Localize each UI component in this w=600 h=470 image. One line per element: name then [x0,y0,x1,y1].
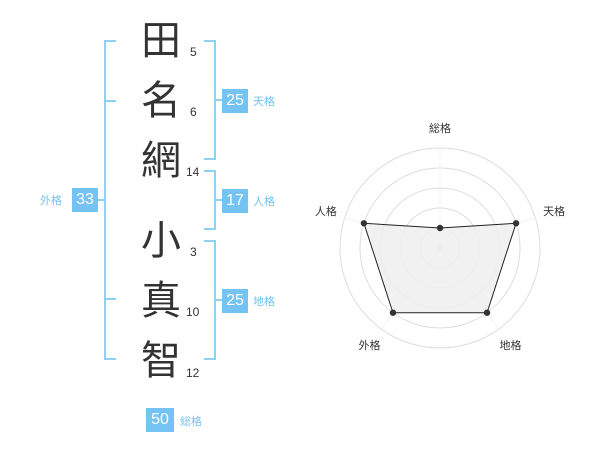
radar-axis-label-4: 外格 [358,338,380,352]
radar-axis-label-3: 地格 [500,338,522,352]
given-char-3: 智 [141,338,181,384]
tenkaku-bracket-top [204,40,216,42]
surname-strokes-1: 5 [190,45,197,59]
surname-char-3: 網 [141,138,181,184]
gaikaku-bracket-bottom [104,358,116,360]
gaikaku-bracket-mid-1 [104,100,116,102]
radar-data-area [363,222,517,314]
radar-axis-label-1: 総格 [429,121,451,135]
given-strokes-1: 3 [190,245,197,259]
chikaku-label: 地格 [253,295,275,308]
jinkaku-bracket-bottom [204,228,216,230]
surname-strokes-2: 6 [190,105,197,119]
tenkaku-badge: 25 [222,89,248,113]
radar-point-2 [512,220,520,227]
given-strokes-2: 10 [186,305,200,319]
given-char-1: 小 [141,218,181,264]
chikaku-badge: 25 [222,289,248,313]
radar-data-points [360,220,520,316]
gaikaku-bracket-tick [98,199,106,201]
gaikaku-badge: 33 [72,188,98,212]
radar-point-5 [360,220,368,227]
gaikaku-label: 外格 [40,194,62,207]
radar-axis-label-5: 人格 [315,204,337,218]
chikaku-bracket-top [204,240,216,242]
radar-point-4 [389,309,397,316]
given-strokes-3: 12 [186,366,200,380]
surname-strokes-3: 14 [186,165,200,179]
jinkaku-label: 人格 [253,195,275,208]
tenkaku-label: 天格 [253,95,275,108]
jinkaku-bracket-tick [214,199,222,201]
surname-char-1: 田 [141,18,181,64]
soukaku-label: 総格 [180,415,202,428]
jinkaku-badge: 17 [222,189,248,213]
jinkaku-bracket-top [204,170,216,172]
surname-char-2: 名 [141,78,181,124]
soukaku-badge: 50 [146,408,174,432]
gaikaku-bracket-mid-2 [104,298,116,300]
radar-point-3 [483,309,491,316]
radar-axis-label-2: 天格 [543,204,565,218]
tenkaku-bracket-bottom [204,158,216,160]
tenkaku-bracket-tick [214,99,222,101]
chikaku-bracket-bottom [204,358,216,360]
radar-point-1 [436,224,444,232]
given-char-2: 真 [141,278,181,324]
chikaku-bracket-tick [214,299,222,301]
gaikaku-bracket-top [104,40,116,42]
